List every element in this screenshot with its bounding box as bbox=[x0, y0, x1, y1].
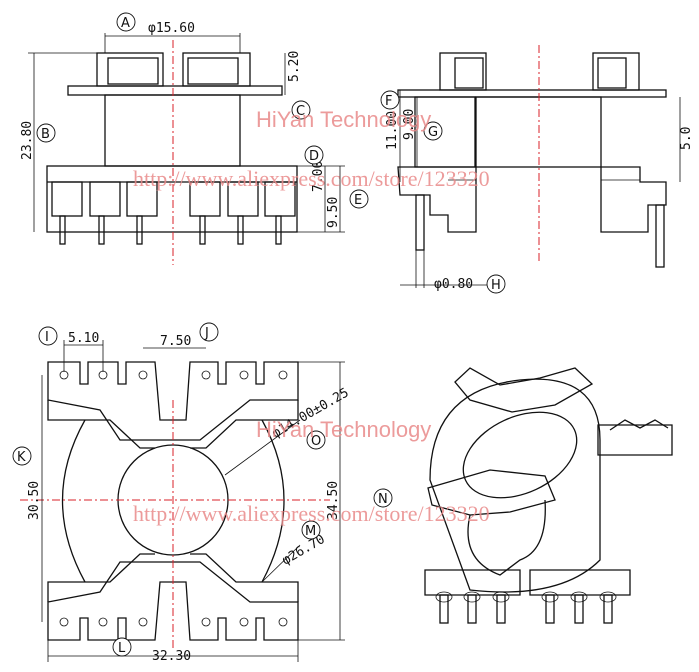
svg-text:D: D bbox=[309, 149, 319, 164]
dim-height-k: 30.50 bbox=[27, 481, 42, 520]
watermark-brand-2: HiYan Technology bbox=[256, 417, 431, 442]
label-l: L bbox=[112, 637, 132, 657]
svg-text:G: G bbox=[428, 125, 438, 140]
dim-top-width: φ15.60 bbox=[148, 21, 195, 36]
svg-text:N: N bbox=[378, 492, 388, 507]
label-i: I bbox=[38, 326, 58, 346]
watermark-url-1: http://www.aliexpress.com/store/123320 bbox=[133, 166, 490, 191]
watermark: HiYan Technology http://www.aliexpress.c… bbox=[133, 107, 490, 526]
label-k: K bbox=[12, 446, 32, 466]
label-g: G bbox=[423, 121, 443, 141]
side-view: 11.00 9.00 5.0 φ0.80 bbox=[385, 45, 694, 292]
svg-text:C: C bbox=[296, 104, 305, 119]
dim-overall-height: 23.80 bbox=[20, 121, 35, 160]
watermark-url-2: http://www.aliexpress.com/store/123320 bbox=[133, 501, 490, 526]
dim-height-n: 34.50 bbox=[326, 481, 341, 520]
isometric-view bbox=[424, 367, 673, 624]
circled-labels: A B C D E F G H I J K L M N O bbox=[12, 12, 506, 657]
svg-text:L: L bbox=[118, 641, 126, 656]
label-d: D bbox=[304, 145, 324, 165]
dim-width-l: 32.30 bbox=[152, 649, 191, 664]
dim-side-height-1: 11.00 bbox=[385, 111, 400, 150]
dim-flange-height: 5.20 bbox=[287, 51, 302, 82]
label-m: M bbox=[301, 520, 321, 540]
svg-text:J: J bbox=[204, 326, 209, 341]
label-e: E bbox=[349, 189, 369, 209]
label-a: A bbox=[116, 12, 136, 32]
svg-text:O: O bbox=[311, 434, 321, 449]
svg-text:A: A bbox=[121, 16, 130, 31]
dim-side-height-2: 9.00 bbox=[402, 109, 417, 140]
dim-base-height-2: 9.50 bbox=[326, 197, 341, 228]
label-c: C bbox=[291, 100, 311, 120]
svg-text:F: F bbox=[385, 94, 392, 109]
dim-side-height-3: 5.0 bbox=[679, 127, 694, 150]
bottom-view: 5.10 7.50 30.50 34.50 φ14.00±0.25 φ26.70… bbox=[20, 331, 352, 664]
svg-text:B: B bbox=[41, 127, 50, 142]
watermark-brand-1: HiYan Technology bbox=[256, 107, 431, 132]
svg-text:E: E bbox=[354, 193, 362, 208]
svg-text:I: I bbox=[45, 330, 49, 345]
svg-text:H: H bbox=[491, 278, 501, 293]
label-h: H bbox=[486, 274, 506, 294]
label-f: F bbox=[380, 90, 400, 110]
label-j: J bbox=[199, 322, 219, 342]
dim-pin-pitch-1: 5.10 bbox=[68, 331, 99, 346]
label-n: N bbox=[373, 488, 393, 508]
svg-text:K: K bbox=[17, 450, 26, 465]
dim-arc: φ26.70 bbox=[280, 532, 328, 568]
label-b: B bbox=[36, 123, 56, 143]
svg-text:M: M bbox=[305, 524, 316, 539]
label-o: O bbox=[306, 430, 326, 450]
front-view: φ15.60 5.20 23.80 7.00 9.50 bbox=[20, 21, 345, 265]
dim-pin-pitch-2: 7.50 bbox=[160, 334, 191, 349]
dim-pin-diameter: φ0.80 bbox=[434, 277, 473, 292]
dim-base-height: 7.00 bbox=[311, 161, 326, 192]
